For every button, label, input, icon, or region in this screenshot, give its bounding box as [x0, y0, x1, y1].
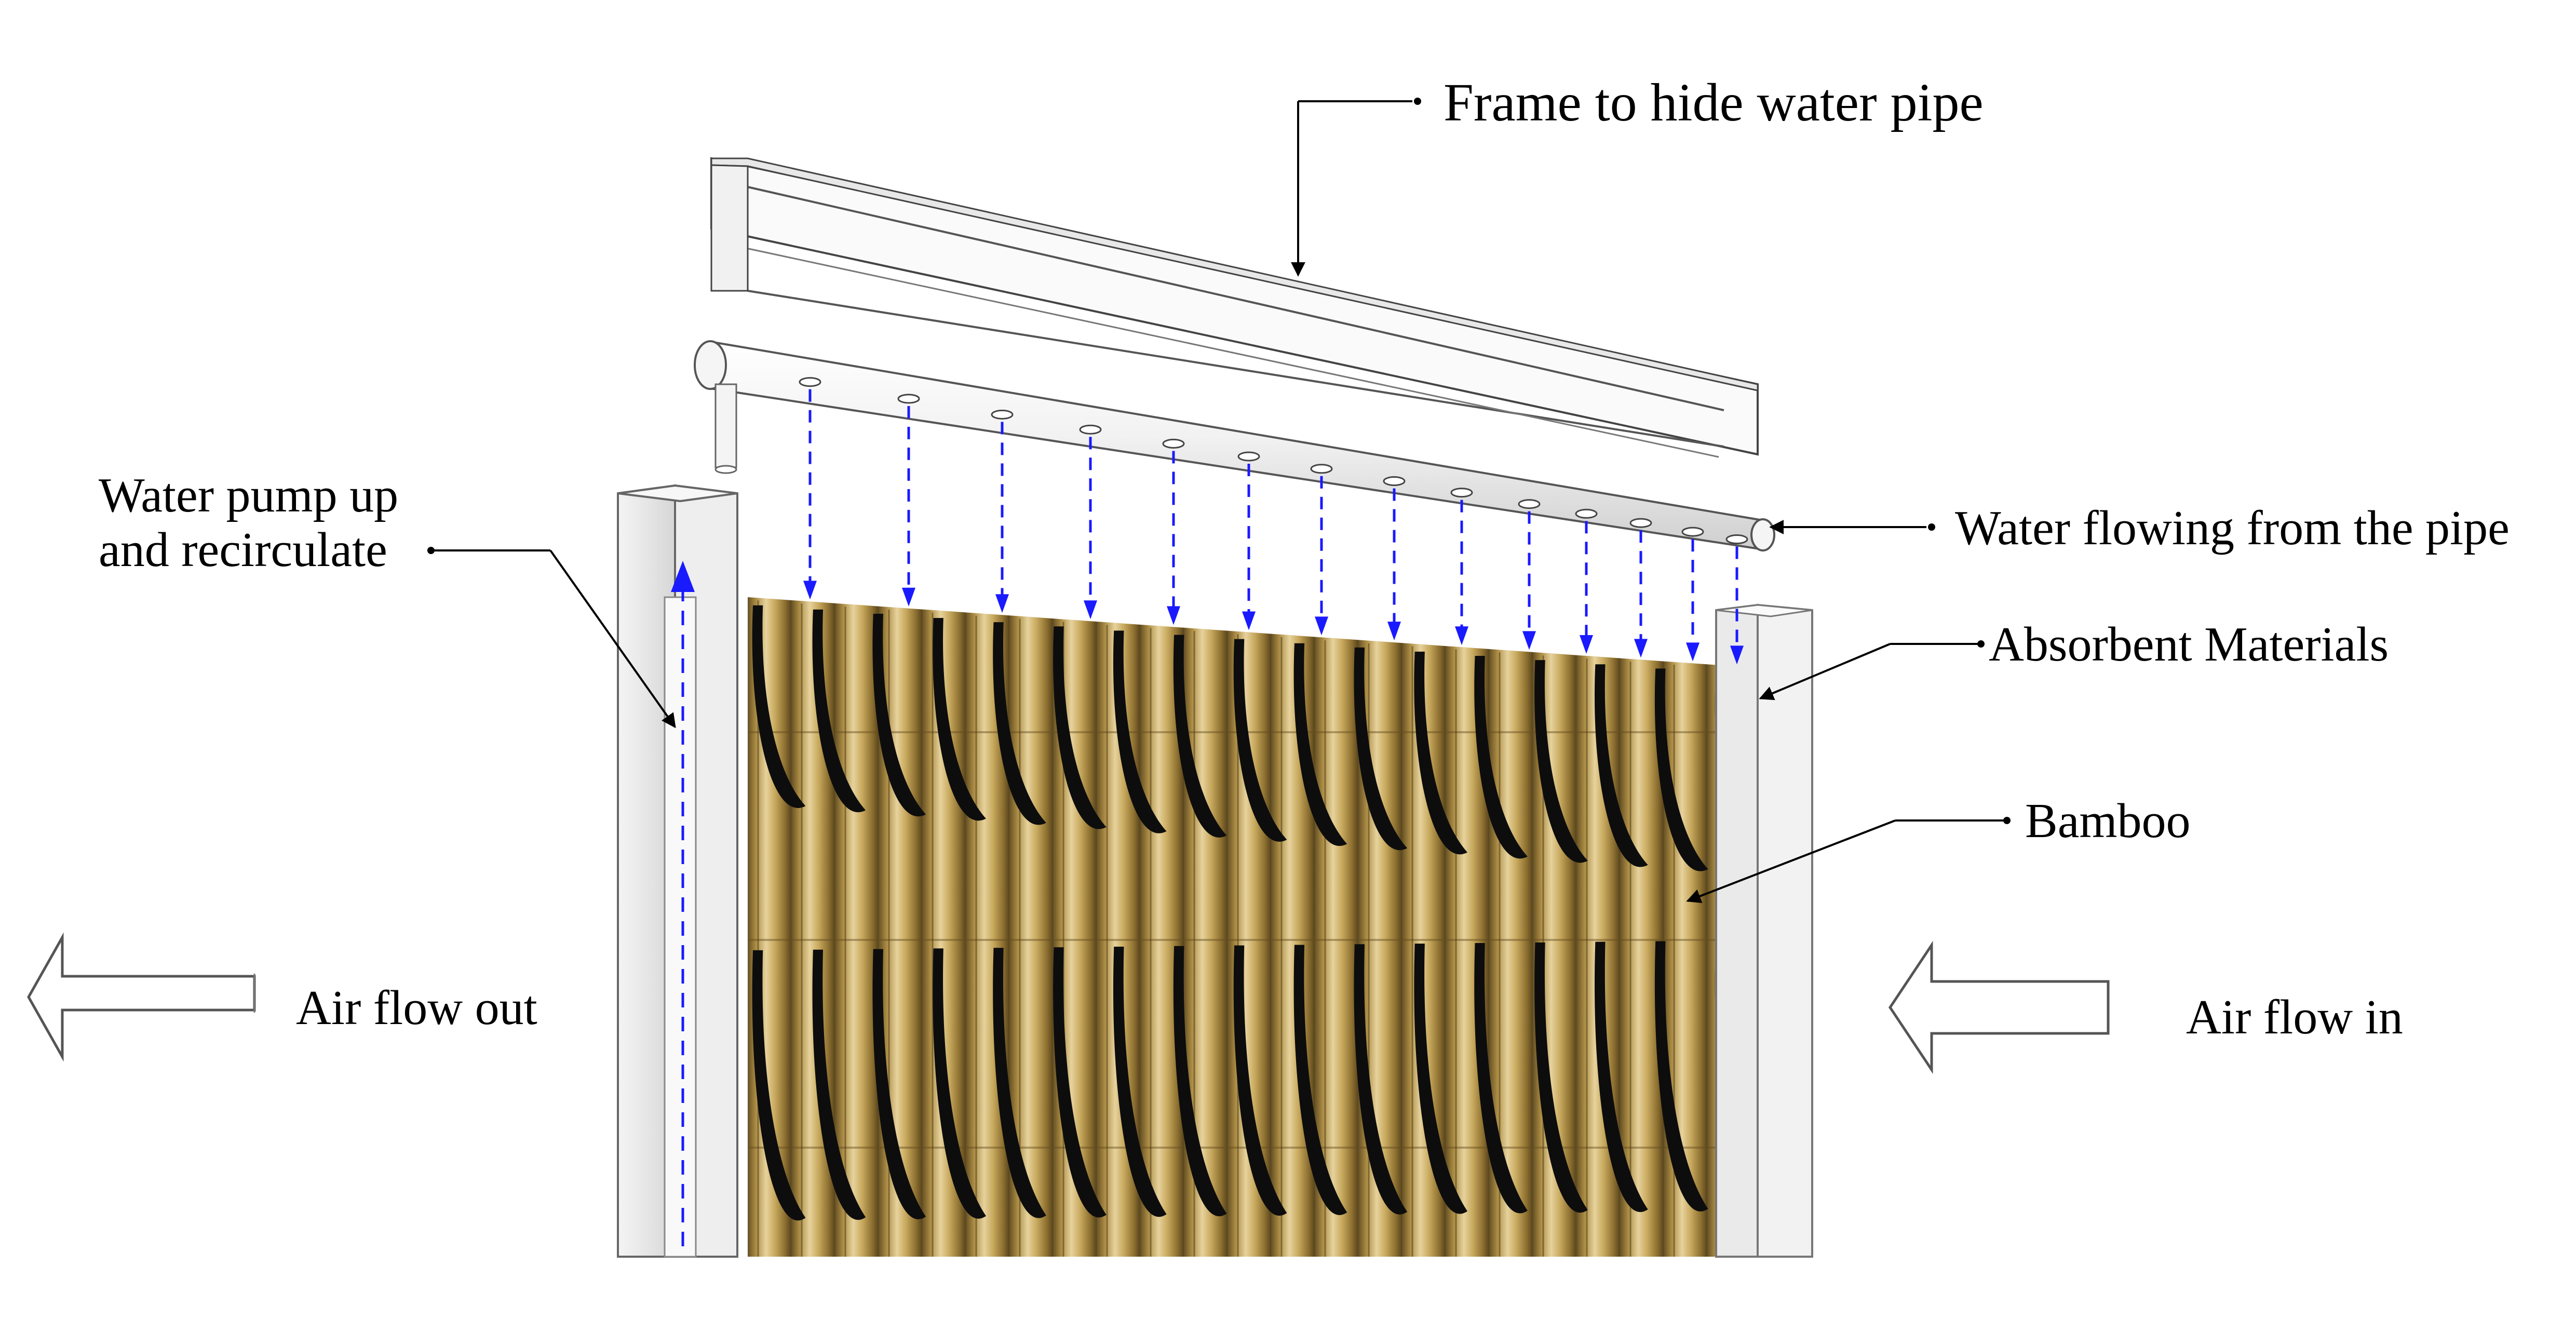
leader-bamboo [1686, 817, 2011, 903]
absorbent-clip [1534, 660, 1588, 863]
left-post-recirculation-column [617, 484, 738, 1258]
absorbent-clip [1233, 639, 1287, 842]
leader-pump [427, 547, 676, 729]
leader-absorbent [1759, 640, 1985, 701]
absorbent-panel [748, 597, 1786, 1257]
absorbent-clip [1293, 945, 1347, 1215]
leader-water-pipe [1769, 520, 1935, 534]
water-drip-arrow-head [1167, 606, 1180, 625]
absorbent-clip [752, 605, 806, 808]
absorbent-clip [1233, 945, 1287, 1216]
label-air-in: Air flow in [2186, 990, 2403, 1044]
absorbent-clip [933, 618, 986, 821]
pipe-hole [897, 394, 920, 404]
pipe-cap-end [1750, 518, 1775, 551]
water-drip-arrow-head [1084, 600, 1097, 620]
absorbent-clip [812, 609, 866, 813]
water-drip-arrow-head [1730, 645, 1744, 665]
water-drip-arrow-head [1315, 616, 1328, 636]
pipe-hole [1629, 518, 1652, 528]
absorbent-clip [1474, 656, 1528, 859]
absorbent-clip [872, 949, 926, 1219]
absorbent-clips-top [752, 605, 1769, 876]
absorbent-clip [1053, 626, 1107, 829]
pipe-hole [1383, 476, 1406, 487]
pipe-hole [1162, 438, 1185, 449]
water-drip-arrow-head [1580, 635, 1593, 654]
water-drip-arrow-head [902, 587, 915, 607]
absorbent-clip [1414, 944, 1467, 1214]
pipe-inlet-stub [714, 383, 737, 468]
pipe-drip-holes [799, 377, 1748, 545]
absorbent-clips-bottom [752, 940, 1769, 1221]
absorbent-clip [993, 948, 1046, 1218]
absorbent-clip [1053, 947, 1107, 1218]
label-pump-line1: Water pump up [99, 468, 398, 522]
water-pipe [694, 340, 1775, 551]
pipe-hole [1450, 488, 1473, 498]
absorbent-clip [1654, 668, 1708, 871]
label-absorbent: Absorbent Materials [1989, 617, 2389, 671]
absorbent-clip [1354, 647, 1408, 851]
water-drip-arrow-head [1387, 622, 1401, 641]
absorbent-clip [1654, 941, 1708, 1212]
absorbent-clip [812, 949, 866, 1220]
pipe-hole [799, 377, 821, 387]
pipe-hole [991, 409, 1014, 420]
absorbent-clip [752, 950, 806, 1221]
absorbent-clip [933, 948, 986, 1219]
water-drip-arrow-head [1686, 642, 1700, 662]
recirculation-arrow-head [671, 561, 695, 592]
pipe-hole [1575, 508, 1598, 519]
pipe-hole [1237, 451, 1260, 462]
absorbent-clip [1113, 630, 1167, 833]
pipe-hole [1079, 424, 1102, 435]
right-post [1715, 603, 1813, 1258]
absorbent-clip [1293, 643, 1347, 846]
absorbent-clip [1595, 941, 1648, 1213]
absorbent-clip [1113, 946, 1167, 1217]
air-flow-out-arrow [27, 932, 256, 1062]
absorbent-clip [1534, 942, 1588, 1213]
water-drip-arrow-head [1455, 626, 1468, 645]
air-flow-in-arrow [1888, 940, 2110, 1074]
absorbent-clip [1414, 651, 1467, 855]
pipe-hole [1518, 499, 1541, 509]
label-frame: Frame to hide water pipe [1444, 73, 1984, 132]
pipe-open-end [694, 340, 727, 390]
absorbent-clip [1173, 946, 1227, 1217]
pipe-hole [1725, 534, 1748, 545]
label-pump-line2: and recirculate [99, 523, 387, 577]
label-air-out: Air flow out [296, 981, 537, 1035]
water-pipe-cover-frame [710, 157, 1759, 458]
water-drip-arrow-head [1522, 631, 1536, 650]
absorbent-clip [1474, 943, 1528, 1214]
water-drip-arrows [803, 389, 1744, 665]
absorbent-clip [1595, 664, 1648, 867]
absorbent-clip [1354, 944, 1408, 1215]
leader-frame [1291, 98, 1421, 277]
absorbent-clip [872, 613, 926, 817]
label-water-pipe: Water flowing from the pipe [1955, 501, 2510, 555]
water-drip-arrow-head [1242, 611, 1256, 630]
pipe-hole [1310, 464, 1333, 474]
water-drip-arrow-head [1634, 639, 1648, 658]
absorbent-clip [1173, 635, 1227, 838]
water-drip-arrow-head [803, 581, 817, 600]
absorbent-clip [993, 622, 1046, 825]
label-bamboo: Bamboo [2025, 794, 2191, 848]
water-drip-arrow-head [995, 594, 1009, 613]
pipe-hole [1681, 527, 1704, 537]
